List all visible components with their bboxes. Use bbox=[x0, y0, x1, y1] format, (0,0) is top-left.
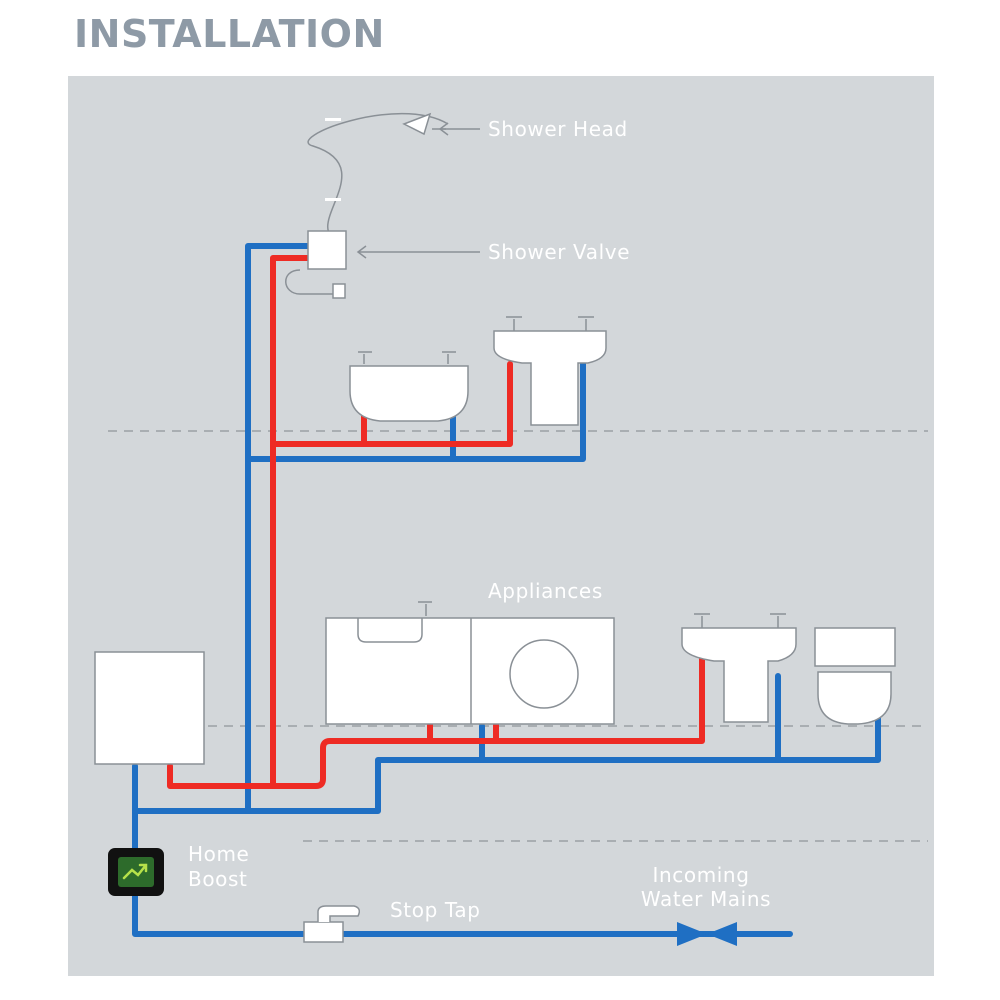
shower-head-label: Shower Head bbox=[488, 117, 628, 141]
sink-basin bbox=[357, 618, 423, 643]
floor-dividers bbox=[108, 430, 928, 842]
shower-rail-bottom bbox=[325, 198, 341, 201]
mains-label-line1: Incoming bbox=[652, 863, 749, 887]
toilet-bowl bbox=[817, 671, 892, 725]
butterfly-valve-icon bbox=[677, 922, 737, 946]
shower-hose-lower bbox=[285, 269, 336, 295]
home-boost-device-icon bbox=[108, 848, 164, 896]
shower-head-arrow bbox=[438, 122, 480, 136]
upper-basin-body bbox=[493, 330, 607, 426]
cold-supply-main bbox=[132, 673, 881, 814]
page-title: INSTALLATION bbox=[74, 12, 385, 56]
upper-basin-taps-icon bbox=[506, 316, 594, 331]
shower-valve-icon bbox=[307, 230, 347, 270]
sink-tap-icon bbox=[418, 601, 432, 616]
upper-floor-cold-branch bbox=[245, 358, 586, 462]
hot-water-pipes bbox=[167, 255, 705, 789]
shower-head-icon bbox=[402, 112, 432, 136]
ground-basin-body bbox=[681, 627, 797, 723]
shower-rail-top bbox=[325, 118, 341, 121]
shower-assembly bbox=[285, 112, 449, 299]
stop-tap-label: Stop Tap bbox=[390, 898, 480, 922]
appliances-label: Appliances bbox=[488, 579, 603, 603]
home-boost-label-line2: Boost bbox=[188, 867, 247, 891]
upper-toilet-bowl bbox=[349, 365, 469, 422]
cold-riser bbox=[245, 243, 311, 814]
toilet-cistern bbox=[814, 627, 896, 667]
shower-hose bbox=[307, 112, 449, 242]
appliances-cabinet bbox=[325, 617, 615, 725]
hot-riser bbox=[270, 255, 311, 789]
mains-label-line2: Water Mains bbox=[641, 887, 771, 911]
ground-basin bbox=[681, 613, 797, 723]
appliances-unit bbox=[325, 601, 615, 725]
installation-diagram: Shower Head Shower Valve Appliances Home… bbox=[68, 76, 934, 976]
ground-basin-taps-icon bbox=[694, 613, 786, 628]
upper-floor-hot-branch bbox=[270, 361, 513, 447]
home-boost-label-line1: Home bbox=[188, 842, 249, 866]
ground-toilet bbox=[814, 627, 896, 725]
stop-tap-icon bbox=[303, 905, 361, 943]
label-pointers bbox=[356, 122, 480, 259]
shower-valve-arrow bbox=[356, 245, 480, 259]
shower-outlet-icon bbox=[332, 283, 346, 299]
upper-toilet-taps-icon bbox=[358, 351, 456, 364]
mains-pipe-left bbox=[132, 763, 307, 937]
washing-machine-door bbox=[509, 639, 579, 709]
shower-valve-label: Shower Valve bbox=[488, 240, 630, 264]
upper-toilet bbox=[349, 351, 469, 422]
water-heater-unit bbox=[94, 651, 205, 765]
hot-supply-main bbox=[167, 628, 705, 789]
upper-basin bbox=[493, 316, 607, 426]
diagram-background bbox=[68, 76, 934, 976]
installation-diagram-panel: Shower Head Shower Valve Appliances Home… bbox=[68, 76, 934, 976]
